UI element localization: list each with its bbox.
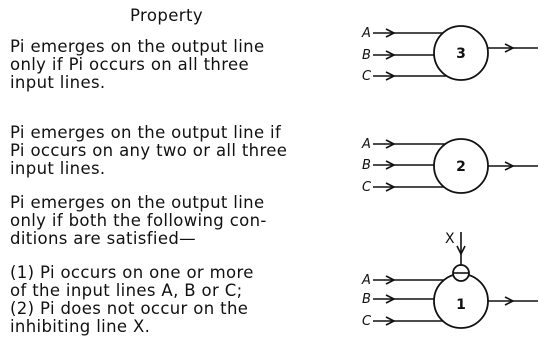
gate-circle <box>433 25 489 81</box>
gate-threshold-number: 1 <box>456 297 466 313</box>
inhibit-label-x: X <box>445 231 455 247</box>
text-line: input lines. <box>10 159 106 178</box>
text-line: Pi emerges on the output line <box>10 193 265 212</box>
text-line: input lines. <box>10 73 106 92</box>
input-label-c: C <box>362 314 372 329</box>
text-line: only if Pi occurs on all three <box>10 55 249 74</box>
gate-threshold-number: 2 <box>456 159 466 175</box>
text-line: Pi emerges on the output line <box>10 37 265 56</box>
arrow-icon <box>385 71 396 81</box>
arrow-icon <box>385 139 396 149</box>
input-label-b: B <box>362 48 371 63</box>
arrow-icon <box>385 28 396 38</box>
arrow-icon <box>385 50 396 60</box>
condition-line: inhibiting line X. <box>10 317 151 336</box>
text-line: Pi emerges on the output line if <box>10 123 282 142</box>
property-text-gate-1: Pi emerges on the output line only if bo… <box>10 194 335 248</box>
text-line: ditions are satisfied— <box>10 229 197 248</box>
condition-line: (1) Pi occurs on one or more <box>10 263 254 282</box>
arrow-icon <box>385 275 396 285</box>
input-label-a: A <box>361 137 371 152</box>
threshold-gate-1: X A B C 1 <box>361 231 538 329</box>
arrow-icon <box>385 316 396 326</box>
text-line: Pi occurs on any two or all three <box>10 141 288 160</box>
arrow-icon <box>385 294 396 304</box>
arrow-icon <box>456 245 466 256</box>
condition-line: (2) Pi does not occur on the <box>10 299 249 318</box>
text-line: only if both the following con- <box>10 211 267 230</box>
input-label-c: C <box>362 69 372 84</box>
arrow-icon <box>385 182 396 192</box>
property-text-gate-3: Pi emerges on the output line only if Pi… <box>10 38 335 92</box>
arrow-icon <box>504 43 515 53</box>
gate-threshold-number: 3 <box>456 46 466 62</box>
property-text-gate-2: Pi emerges on the output line if Pi occu… <box>10 124 335 178</box>
condition-line: of the input lines A, B or C; <box>10 281 243 300</box>
column-heading: Property <box>130 6 204 25</box>
input-label-b: B <box>362 292 371 307</box>
input-label-a: A <box>361 26 371 41</box>
input-label-c: C <box>362 180 372 195</box>
threshold-gate-2: A B C 2 <box>361 137 538 195</box>
conditions-list: (1) Pi occurs on one or more of the inpu… <box>10 264 335 336</box>
arrow-icon <box>385 160 396 170</box>
arrow-icon <box>504 296 515 306</box>
arrow-icon <box>504 161 515 171</box>
input-label-b: B <box>362 158 371 173</box>
threshold-gate-3: A B C 3 <box>361 25 538 84</box>
input-label-a: A <box>361 273 371 288</box>
